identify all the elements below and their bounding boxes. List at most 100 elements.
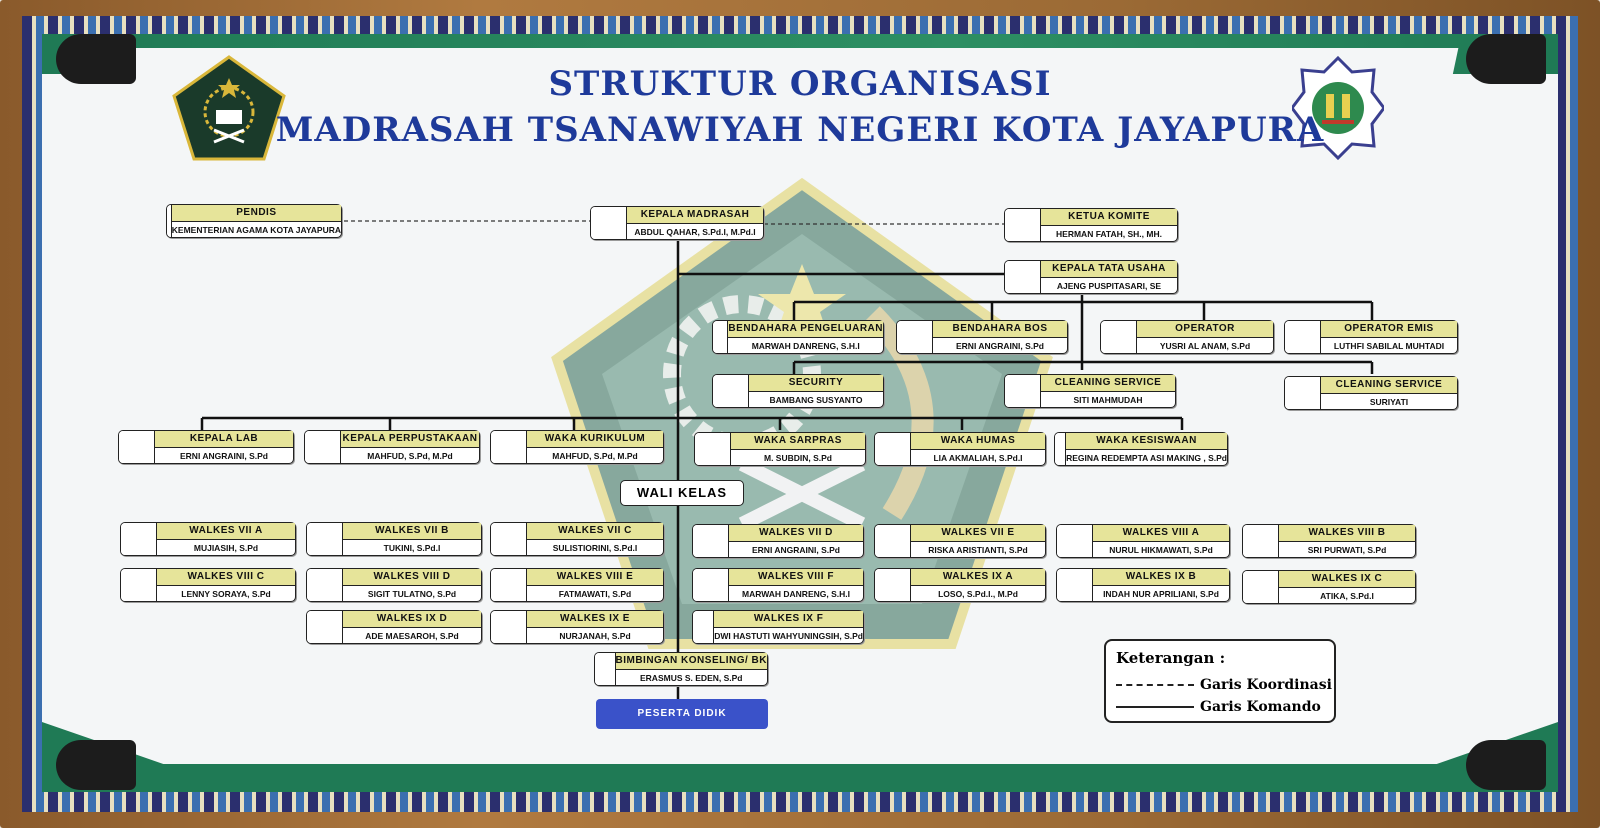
legend-heading: Keterangan : [1116,649,1226,667]
photo-placeholder [305,431,341,463]
photo-placeholder [1285,321,1321,353]
photo-placeholder [1285,377,1321,409]
org-box-name: MAHFUD, S.Pd, M.Pd [367,450,453,461]
org-box: WAKA SARPRAS M. SUBDIN, S.Pd [694,432,866,466]
org-box-role: KEPALA PERPUSTAKAAN [341,431,479,448]
photo-placeholder [121,523,157,555]
org-box-role: WALKES IX C [1279,571,1415,588]
photo-placeholder [1101,321,1137,353]
photo-placeholder [491,431,527,463]
org-box-name: LIA AKMALIAH, S.Pd.I [933,452,1023,463]
org-box-name: SULISTIORINI, S.Pd.I [552,542,638,553]
org-box: WALKES VII A MUJIASIH, S.Pd [120,522,296,556]
org-box-role: WALKES IX F [714,611,863,628]
org-box-role: WALKES VII B [343,523,481,540]
org-box-role: PENDIS [171,205,341,222]
org-box-name: HERMAN FATAH, SH., MH. [1056,228,1162,239]
legend-komando: Garis Komando [1116,699,1321,715]
corner-ornament-icon [1466,740,1546,790]
org-box: WALKES IX A LOSO, S.Pd.I., M.Pd [874,568,1046,602]
photo-placeholder [591,207,627,239]
org-box-role: WALKES VIII A [1093,525,1229,542]
photo-placeholder [695,433,731,465]
org-box-role: BIMBINGAN KONSELING/ BK [615,653,767,670]
photo-placeholder [491,569,527,601]
org-box-name: BAMBANG SUSYANTO [769,394,863,405]
photo-placeholder [1243,525,1279,557]
photo-placeholder [119,431,155,463]
org-box-role: WAKA SARPRAS [731,433,865,450]
photo-placeholder [1005,209,1041,241]
org-box-name: KEMENTERIAN AGAMA KOTA JAYAPURA [171,224,341,235]
photo-placeholder [1005,375,1041,407]
org-box: KEPALA PERPUSTAKAAN MAHFUD, S.Pd, M.Pd [304,430,480,464]
org-box-name: TUKINI, S.Pd.I [383,542,441,553]
org-box-name: SRI PURWATI, S.Pd [1307,544,1387,555]
org-box-name: MARWAH DANRENG, S.H.I [742,588,850,599]
org-box: WAKA HUMAS LIA AKMALIAH, S.Pd.I [874,432,1046,466]
org-box-role: WAKA HUMAS [911,433,1045,450]
org-box-name: LENNY SORAYA, S.Pd [181,588,271,599]
org-box-name: INDAH NUR APRILIANI, S.Pd [1103,588,1219,599]
corner-ornament-icon [56,740,136,790]
connector-lines [200,220,1374,699]
org-box-name: SITI MAHMUDAH [1073,394,1143,405]
org-box-name: AJENG PUSPITASARI, SE [1056,280,1162,291]
photo-placeholder [1057,569,1093,601]
org-box-role: BENDAHARA BOS [933,321,1067,338]
photo-placeholder [167,205,172,237]
legend-koordinasi-label: Garis Koordinasi [1200,677,1332,693]
org-box: CLEANING SERVICE SITI MAHMUDAH [1004,374,1176,408]
photo-placeholder [491,611,527,643]
org-box-name: LUTHFI SABILAL MUHTADI [1333,340,1445,351]
corner-ornament-icon [1466,34,1546,84]
org-box-role: WALKES VII C [527,523,663,540]
legend-koordinasi: Garis Koordinasi [1116,677,1332,693]
org-box-role: WALKES VII A [157,523,295,540]
org-box-role: CLEANING SERVICE [1041,375,1175,392]
kemenag-logo-icon [172,55,286,161]
org-box-name: ERNI ANGRAINI, S.Pd [752,544,840,555]
dashed-line-icon [1116,684,1194,686]
legend-komando-label: Garis Komando [1200,699,1321,715]
org-box-role: WALKES IX D [343,611,481,628]
legend-box: Keterangan : Garis Koordinasi Garis Koma… [1104,639,1336,723]
org-box-name: MUJIASIH, S.Pd [193,542,259,553]
org-chart-board: STRUKTUR ORGANISASI MADRASAH TSANAWIYAH … [42,34,1558,792]
org-box-name: M. SUBDIN, S.Pd [763,452,832,463]
org-box-role: WALKES VIII C [157,569,295,586]
photo-placeholder [121,569,157,601]
org-box-role: WALKES VIII D [343,569,481,586]
org-box-role: WAKA KESISWAAN [1066,433,1227,450]
org-box-role: WAKA KURIKULUM [527,431,663,448]
org-box: WALKES VII B TUKINI, S.Pd.I [306,522,482,556]
corner-ornament-icon [56,34,136,84]
page-title: STRUKTUR ORGANISASI [548,64,1052,104]
org-box-name: ABDUL QAHAR, S.Pd.I, M.Pd.I [634,226,756,237]
photo-placeholder [693,525,729,557]
photo-placeholder [897,321,933,353]
org-box-name: LOSO, S.Pd.I., M.Pd [938,588,1018,599]
org-box-role: OPERATOR [1137,321,1273,338]
org-box-role: KETUA KOMITE [1041,209,1177,226]
org-box: WALKES VIII C LENNY SORAYA, S.Pd [120,568,296,602]
org-box-name: REGINA REDEMPTA ASI MAKING , S.Pd [1066,452,1227,463]
org-box-role: WALKES IX E [527,611,663,628]
photo-placeholder [875,433,911,465]
org-box-name: YUSRI AL ANAM, S.Pd [1159,340,1251,351]
org-box-role: WALKES IX A [911,569,1045,586]
